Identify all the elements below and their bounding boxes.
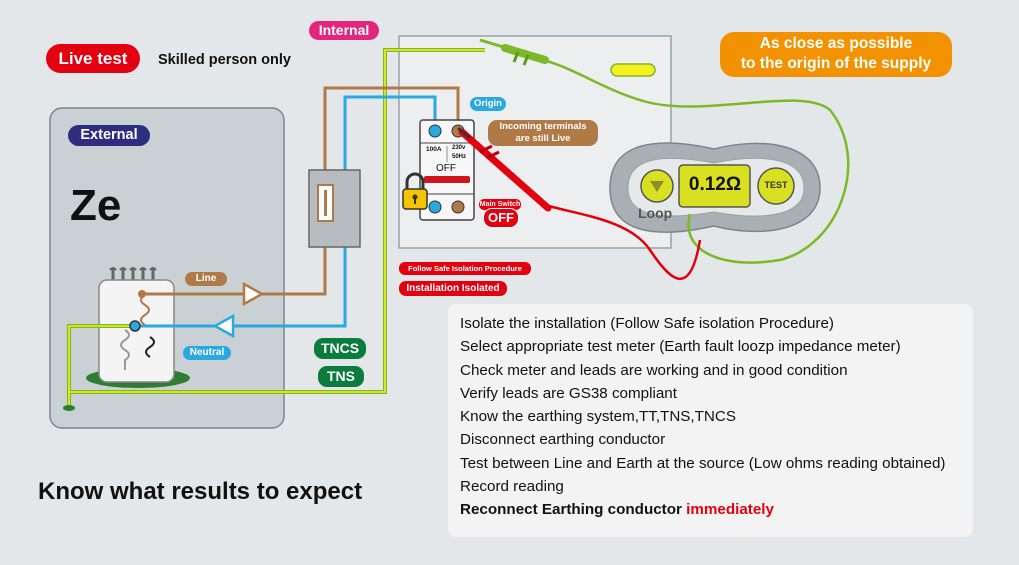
follow-safe-tag: Follow Safe Isolation Procedure — [399, 262, 531, 275]
neutral-tag: Neutral — [183, 346, 231, 360]
installation-isolated-tag: Installation Isolated — [399, 281, 507, 296]
line-conductor — [142, 86, 460, 307]
breaker-rating: 100A — [426, 146, 442, 153]
main-switch-tag: Main Switch — [479, 199, 521, 210]
green-probe-icon — [479, 38, 549, 66]
step-item: Verify leads are GS38 compliant — [460, 384, 677, 402]
tncs-badge: TNCS — [314, 338, 366, 359]
meter-reading: 0.12Ω — [688, 174, 742, 195]
results-heading: Know what results to expect — [38, 478, 363, 505]
neutral-conductor — [135, 95, 437, 339]
supply-origin-note: As close as possible to the origin of th… — [720, 32, 952, 77]
step-item: Isolate the installation (Follow Safe is… — [460, 315, 834, 332]
breaker-voltage: 230v — [452, 145, 466, 151]
meter-test-button[interactable] — [757, 167, 795, 205]
internal-badge: Internal — [309, 21, 379, 40]
origin-tag: Origin — [470, 97, 506, 111]
step-final-text: Reconnect Earthing conductor — [460, 501, 687, 519]
cutout-fuse — [308, 169, 361, 248]
external-badge: External — [68, 125, 150, 146]
step-item: Record reading — [460, 478, 564, 496]
step-item: Select appropriate test meter (Earth fau… — [460, 338, 901, 356]
line-terminal-dot — [138, 290, 146, 298]
ze-label: Ze — [70, 181, 122, 230]
red-test-lead — [544, 203, 702, 280]
incoming-line1: Incoming terminals — [499, 121, 587, 132]
step-item: Know the earthing system,TT,TNS,TNCS — [460, 408, 736, 426]
meter-test-label: TEST — [764, 180, 788, 190]
breaker-frequency: 50Hz — [452, 154, 467, 160]
step-final: Reconnect Earthing conductor immediately — [460, 498, 973, 521]
incoming-line2: are still Live — [515, 133, 571, 144]
main-switch-off: OFF — [483, 208, 519, 228]
supply-origin-line1: As close as possible — [759, 35, 913, 52]
step-item: Disconnect earthing conductor — [460, 431, 666, 449]
line-tag: Line — [185, 272, 227, 286]
red-probe-icon — [457, 127, 552, 212]
breaker-off-label: OFF — [436, 163, 456, 174]
green-test-lead — [534, 56, 850, 264]
skilled-person-label: Skilled person only — [158, 52, 291, 68]
star-point — [129, 320, 141, 332]
dial-down-arrow-icon — [650, 181, 664, 192]
supply-origin-line2: to the origin of the supply — [740, 55, 932, 72]
tns-badge: TNS — [318, 366, 364, 387]
indicator-slot — [610, 63, 656, 77]
step-item: Test between Line and Earth at the sourc… — [460, 454, 946, 472]
incoming-terminals-tag: Incoming terminals are still Live — [488, 120, 598, 146]
meter-loop-label: Loop — [638, 205, 673, 221]
meter-screen — [678, 164, 751, 208]
main-switch-breaker — [419, 119, 475, 221]
earth-conductor — [63, 48, 485, 411]
procedure-steps: Isolate the installation (Follow Safe is… — [448, 304, 973, 537]
step-item: Check meter and leads are working and in… — [460, 361, 848, 379]
live-test-badge: Live test — [46, 44, 140, 73]
padlock-icon — [402, 172, 428, 210]
step-final-emphasis: immediately — [686, 501, 774, 519]
